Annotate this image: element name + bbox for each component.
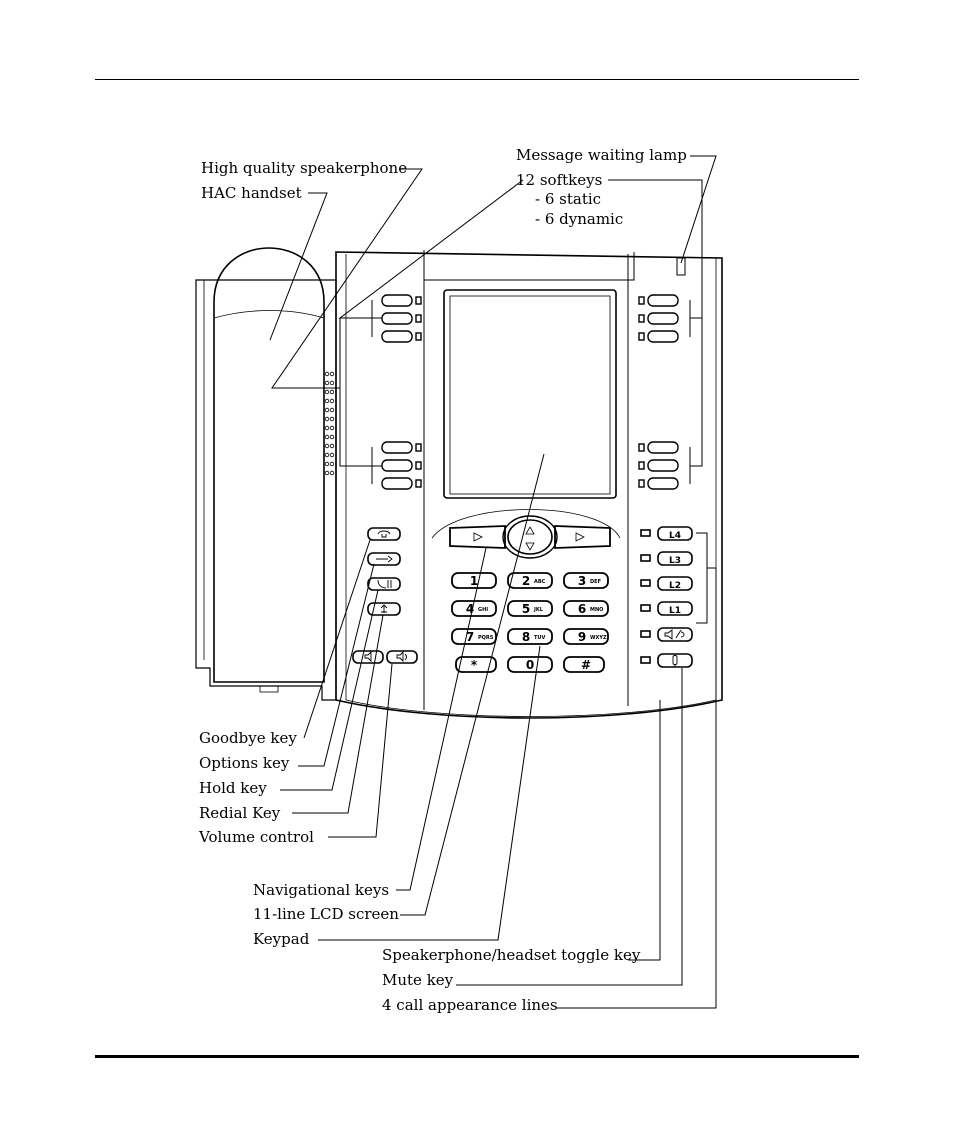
function-keys xyxy=(352,527,418,664)
goodbye-icon xyxy=(377,530,391,538)
line-key-label: L1 xyxy=(669,606,681,616)
hold-key xyxy=(367,577,401,591)
volume-up-key xyxy=(386,650,418,664)
keypad-digit: # xyxy=(581,658,591,672)
line-keys xyxy=(640,526,693,668)
keypad-digit: 5 xyxy=(522,602,530,616)
bottom-rule xyxy=(95,1055,859,1058)
redial-icon xyxy=(380,604,388,613)
label-lines: 4 call appearance lines xyxy=(382,996,558,1014)
speaker-toggle-icon xyxy=(664,629,685,640)
keypad-digit: 4 xyxy=(466,602,474,616)
volume-down-icon xyxy=(364,650,372,663)
line-key-label: L3 xyxy=(669,556,681,566)
keypad-letters: WXYZ xyxy=(590,635,607,641)
label-speakerphone: High quality speakerphone xyxy=(201,159,408,177)
label-softkeys-static: - 6 static xyxy=(535,190,602,208)
label-options: Options key xyxy=(199,754,290,772)
lcd-screen xyxy=(449,295,611,495)
arrow-down-icon xyxy=(525,542,535,551)
keypad-letters: GHI xyxy=(478,607,488,613)
label-toggle: Speakerphone/headset toggle key xyxy=(382,946,641,964)
message-waiting-lamp xyxy=(676,257,686,276)
keypad-digit: 9 xyxy=(578,630,586,644)
keypad-digit: 8 xyxy=(522,630,530,644)
label-navigation: Navigational keys xyxy=(253,881,390,899)
label-mute: Mute key xyxy=(382,971,454,989)
label-volume: Volume control xyxy=(199,828,314,846)
arrow-right-icon xyxy=(575,532,585,542)
mute-icon xyxy=(672,655,678,667)
goodbye-key xyxy=(367,527,401,541)
softkeys-right xyxy=(638,294,679,490)
label-handset: HAC handset xyxy=(201,184,302,202)
speaker-grille xyxy=(324,371,335,476)
label-softkeys: 12 softkeys xyxy=(516,171,603,189)
lcd-screen-bezel xyxy=(443,289,617,499)
navigation-keys xyxy=(449,515,611,559)
keypad-letters: JKL xyxy=(533,607,544,613)
line-key-label: L2 xyxy=(669,581,681,591)
label-lcd: 11-line LCD screen xyxy=(253,905,399,923)
keypad-digit: 2 xyxy=(522,574,530,588)
label-goodbye: Goodbye key xyxy=(199,729,297,747)
label-keypad: Keypad xyxy=(253,930,310,948)
keypad-digit: 6 xyxy=(578,602,586,616)
keypad-digit: * xyxy=(471,658,478,672)
speaker-toggle-key xyxy=(657,627,693,642)
keypad xyxy=(451,572,609,673)
handset xyxy=(213,247,325,683)
keypad-digit: 0 xyxy=(526,658,534,672)
handset-cradle xyxy=(195,279,337,701)
softkeys-left xyxy=(381,294,422,490)
keypad-digit: 3 xyxy=(578,574,586,588)
arrow-left-icon xyxy=(473,532,483,542)
options-key xyxy=(367,552,401,566)
keypad-letters: ABC xyxy=(534,579,546,585)
arrow-up-icon xyxy=(525,526,535,535)
options-icon xyxy=(376,555,393,563)
hold-icon xyxy=(377,579,392,589)
top-rule xyxy=(95,79,859,80)
keypad-digit: 1 xyxy=(470,574,478,588)
phone-body xyxy=(335,251,723,719)
leader-lines xyxy=(269,155,717,1009)
keypad-letters: DEF xyxy=(590,579,601,585)
label-message-lamp: Message waiting lamp xyxy=(516,146,687,164)
keypad-letters: PQRS xyxy=(478,635,494,641)
line-key-label: L4 xyxy=(669,531,681,541)
label-softkeys-dynamic: - 6 dynamic xyxy=(535,210,624,228)
keypad-digit: 7 xyxy=(466,630,474,644)
label-hold: Hold key xyxy=(199,779,267,797)
volume-up-icon xyxy=(396,650,407,663)
volume-down-key xyxy=(352,650,384,664)
label-redial: Redial Key xyxy=(199,804,281,822)
redial-key xyxy=(367,602,401,616)
keypad-letters: TUV xyxy=(534,635,545,641)
keypad-letters: MNO xyxy=(590,607,603,613)
